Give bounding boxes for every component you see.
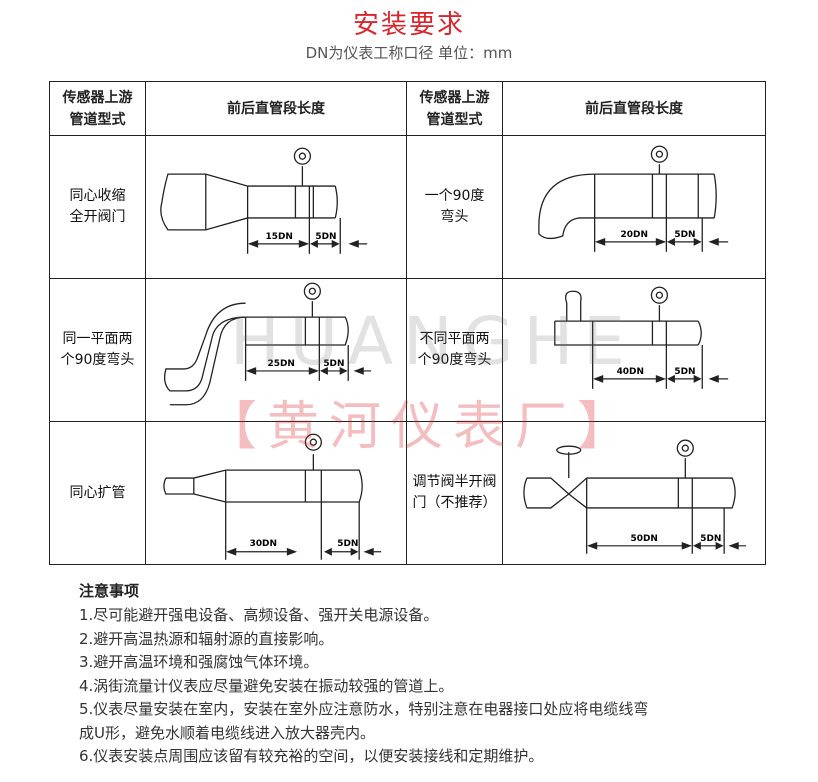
notes-section: 注意事项 1.尽可能避开强电设备、高频设备、强开关电源设备。 2.避开高温热源和… [79,580,779,769]
diagram-single-elbow: 20DN 5DN [502,135,766,279]
diagram-concentric-reducer: 15DN 5DN [145,135,407,279]
pipe-diagram: 25DN 5DN [163,282,372,406]
pipe-type-label: 同心扩管 [49,421,146,565]
note-item: 4.涡街流量计仪表应尽量避免安装在振动较强的管道上。 [79,676,454,695]
table-header-row: 传感器上游管道型式 前后直管段长度 传感器上游管道型式 前后直管段长度 [49,81,766,136]
note-item: 3.避开高温环境和强腐蚀气体环境。 [79,653,319,671]
pipe-diagram: 40DN 5DN [554,286,729,389]
note-item: 5.仪表尽量安装在室内，安装在室外应注意防水，特别注意在电器接口处应将电缆线弯 [79,700,649,718]
downstream-length-label: 5DN [337,539,358,549]
upstream-length-label: 15DN [266,232,293,242]
pipe-type-label: 同一平面两个90度弯头 [49,278,146,422]
header-straight-length-left: 前后直管段长度 [145,81,407,136]
downstream-length-label: 5DN [323,359,344,369]
header-pipe-type-left: 传感器上游管道型式 [49,81,146,136]
note-item: 6.仪表安装点周围应该留有较充裕的空间，以便安装接线和定期维护。 [79,747,544,765]
table-row: 同心收缩全开阀门 [49,135,766,279]
upstream-length-label: 20DN [621,230,648,240]
upstream-length-label: 25DN [268,359,295,369]
header-straight-length-right: 前后直管段长度 [502,81,766,136]
diagram-two-elbows-different-planes: 40DN 5DN [502,278,766,422]
notes-title: 注意事项 [79,582,140,600]
diagram-two-elbows-same-plane: 25DN 5DN [145,278,407,422]
downstream-length-label: 5DN [315,232,336,242]
pipe-diagram: 15DN 5DN [160,147,368,254]
upstream-length-label: 50DN [631,534,658,544]
downstream-length-label: 5DN [674,230,695,240]
diagram-half-open-valve: 50DN 5DN [502,421,766,565]
note-item: 2.避开高温热源和辐射源的直接影响。 [79,629,334,648]
diagram-concentric-expander: 30DN 5DN [145,421,407,565]
table-row: 同心扩管 [49,421,766,565]
upstream-length-label: 40DN [617,367,644,377]
pipe-diagram: 30DN 5DN [163,433,382,560]
note-item: 成U形，避免水顺着电缆线进入放大器壳内。 [79,723,375,742]
downstream-length-label: 5DN [674,367,695,377]
pipe-diagram: 50DN 5DN [523,439,747,554]
downstream-length-label: 5DN [700,534,721,544]
pipe-type-label: 一个90度弯头 [406,135,503,279]
note-item: 1.尽可能避开强电设备、高频设备、强开关电源设备。 [79,606,439,624]
table-row: 同一平面两个90度弯头 [49,278,766,422]
pipe-diagram: 20DN 5DN [538,145,729,252]
pipe-type-label: 不同平面两个90度弯头 [406,278,503,422]
header-pipe-type-right: 传感器上游管道型式 [406,81,503,136]
upstream-length-label: 30DN [250,539,277,549]
pipe-type-label: 同心收缩全开阀门 [49,135,146,279]
pipe-type-label: 调节阀半开阀门（不推荐） [406,421,503,565]
installation-table: 传感器上游管道型式 前后直管段长度 传感器上游管道型式 前后直管段长度 同心收缩… [49,81,766,565]
page-title: 安装要求 [352,10,465,40]
page-subtitle: DN为仪表工称口径 单位：mm [305,44,513,62]
